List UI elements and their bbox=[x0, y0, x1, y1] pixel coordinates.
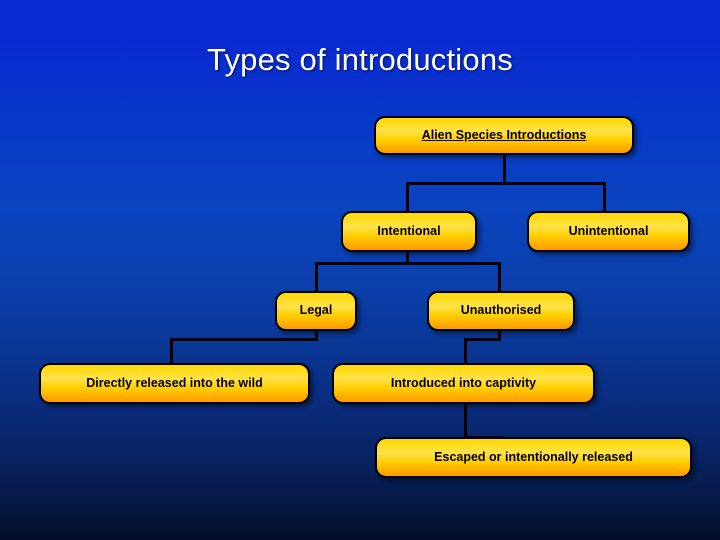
node-label: Alien Species Introductions bbox=[421, 127, 587, 142]
connector-to-directly-released bbox=[170, 338, 173, 364]
node-label: Escaped or intentionally released bbox=[434, 449, 633, 464]
node-unintentional[interactable]: Unintentional bbox=[527, 211, 690, 252]
node-intentional[interactable]: Intentional bbox=[341, 211, 477, 252]
node-label: Directly released into the wild bbox=[86, 375, 263, 390]
node-introduced-into-captivity[interactable]: Introduced into captivity bbox=[332, 363, 595, 404]
node-alien-species-introductions[interactable]: Alien Species Introductions bbox=[374, 116, 634, 155]
node-unauthorised[interactable]: Unauthorised bbox=[427, 291, 575, 331]
node-label: Introduced into captivity bbox=[390, 375, 537, 390]
connector-to-intentional bbox=[406, 182, 409, 212]
connector-legal-down bbox=[315, 330, 318, 338]
page-title: Types of introductions bbox=[207, 42, 513, 77]
connector-intentional-horizontal bbox=[315, 262, 501, 265]
node-escaped-or-intentionally-released[interactable]: Escaped or intentionally released bbox=[375, 437, 692, 478]
connector-intentional-down bbox=[406, 252, 409, 262]
node-label: Unintentional bbox=[568, 223, 649, 238]
connector-captivity-down bbox=[464, 404, 467, 438]
connector-to-unintentional bbox=[603, 182, 606, 212]
connector-unauthorised-down bbox=[498, 330, 501, 338]
connector-to-legal bbox=[315, 262, 318, 292]
connector-unauthorised-horizontal bbox=[464, 338, 501, 341]
node-label: Unauthorised bbox=[460, 303, 542, 318]
connector-legal-horizontal bbox=[170, 338, 318, 341]
node-legal[interactable]: Legal bbox=[275, 291, 357, 331]
connector-to-unauthorised bbox=[498, 262, 501, 292]
connector-to-introduced-captivity bbox=[464, 338, 467, 364]
node-label: Intentional bbox=[377, 223, 441, 238]
node-label: Legal bbox=[299, 303, 333, 318]
connector-root-down bbox=[503, 155, 506, 185]
connector-root-horizontal bbox=[406, 182, 606, 185]
node-directly-released-into-the-wild[interactable]: Directly released into the wild bbox=[39, 363, 310, 404]
